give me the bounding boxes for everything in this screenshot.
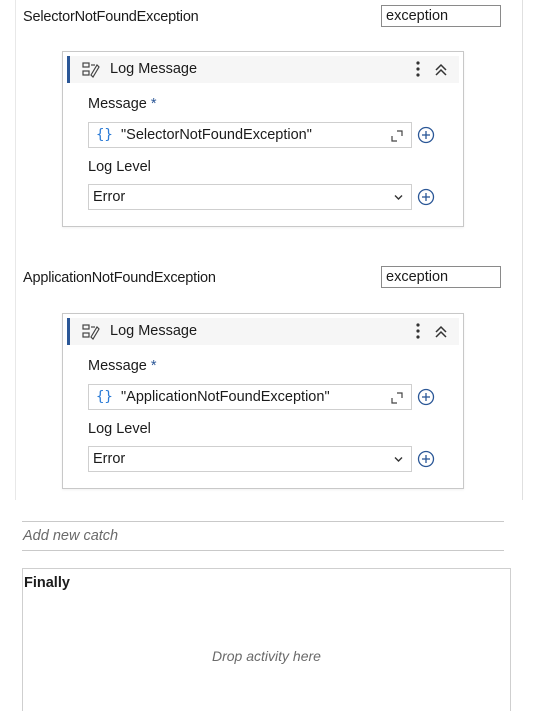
- expand-editor-icon[interactable]: [391, 130, 403, 142]
- try-catch-left-border: [15, 0, 16, 500]
- log-level-value: Error: [93, 451, 126, 467]
- activity-title: Log Message: [110, 61, 198, 77]
- log-message-icon: [82, 324, 100, 340]
- message-expression-input[interactable]: {} "SelectorNotFoundException": [88, 122, 412, 148]
- activity-header[interactable]: Log Message: [67, 318, 459, 345]
- log-level-select[interactable]: Error: [88, 446, 412, 472]
- expand-editor-icon[interactable]: [391, 392, 403, 404]
- catch-exception-type[interactable]: ApplicationNotFoundException: [23, 270, 216, 286]
- log-level-label: Log Level: [88, 159, 151, 175]
- required-marker: *: [150, 358, 157, 374]
- plus-circle-icon[interactable]: [417, 450, 435, 468]
- log-level-label: Log Level: [88, 421, 151, 437]
- log-level-select[interactable]: Error: [88, 184, 412, 210]
- message-expression-input[interactable]: {} "ApplicationNotFoundException": [88, 384, 412, 410]
- add-catch-bottom-divider: [22, 550, 504, 551]
- activity-title: Log Message: [110, 323, 198, 339]
- plus-circle-icon[interactable]: [417, 188, 435, 206]
- plus-circle-icon[interactable]: [417, 388, 435, 406]
- message-label: Message *: [88, 358, 157, 374]
- finally-section[interactable]: [22, 568, 511, 711]
- log-message-activity[interactable]: Log Message Message * {} "ApplicationNot…: [62, 313, 464, 489]
- kebab-menu-icon[interactable]: [415, 320, 421, 342]
- message-value: "ApplicationNotFoundException": [121, 389, 330, 405]
- collapse-chevrons-icon[interactable]: [433, 62, 449, 78]
- log-level-value: Error: [93, 189, 126, 205]
- finally-title: Finally: [24, 575, 70, 591]
- kebab-menu-icon[interactable]: [415, 58, 421, 80]
- required-marker: *: [150, 96, 157, 112]
- chevron-down-icon: [394, 195, 403, 200]
- catch-variable-input[interactable]: [381, 5, 501, 27]
- add-new-catch[interactable]: Add new catch: [23, 528, 119, 544]
- catch-variable-input[interactable]: [381, 266, 501, 288]
- catch-exception-type[interactable]: SelectorNotFoundException: [23, 9, 199, 25]
- plus-circle-icon[interactable]: [417, 126, 435, 144]
- message-value: "SelectorNotFoundException": [121, 127, 312, 143]
- log-message-icon: [82, 62, 100, 78]
- try-catch-right-border: [522, 0, 523, 500]
- collapse-chevrons-icon[interactable]: [433, 324, 449, 340]
- add-catch-top-divider: [22, 521, 504, 522]
- log-message-activity[interactable]: Log Message Message * {} "SelectorNotFou…: [62, 51, 464, 227]
- message-label: Message *: [88, 96, 157, 112]
- chevron-down-icon: [394, 457, 403, 462]
- activity-header[interactable]: Log Message: [67, 56, 459, 83]
- expression-braces-icon: {}: [96, 389, 113, 405]
- drop-activity-hint[interactable]: Drop activity here: [212, 648, 321, 664]
- expression-braces-icon: {}: [96, 127, 113, 143]
